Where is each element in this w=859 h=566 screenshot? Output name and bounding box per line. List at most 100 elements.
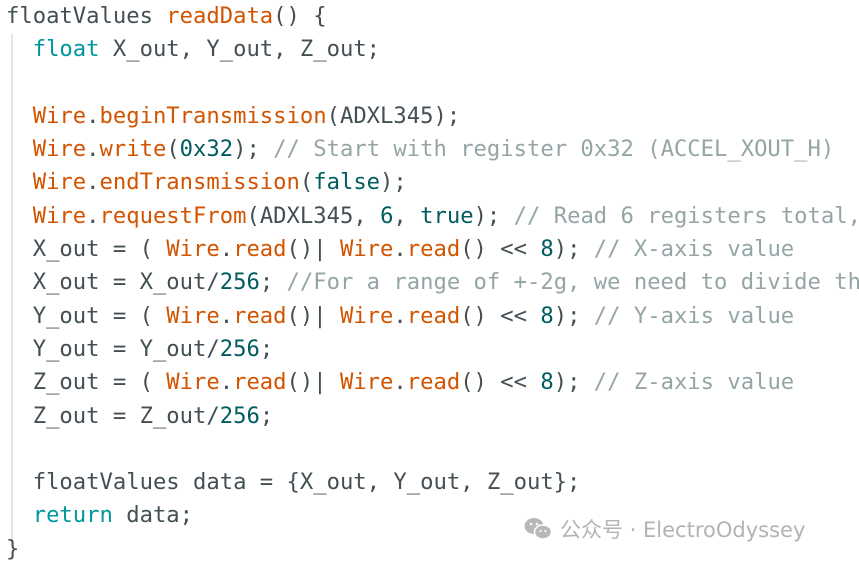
code-line (6, 433, 859, 466)
text-token: . (86, 136, 100, 163)
function-token: requestFrom (99, 202, 247, 229)
text-token: ; (259, 335, 274, 362)
code-line: return data; (6, 499, 859, 532)
text-token: . (393, 369, 407, 396)
text-token: . (86, 169, 100, 196)
code-line: Z_out = Z_out/256; (6, 400, 859, 433)
function-token: beginTransmission (99, 102, 327, 129)
text-token: ); (553, 302, 594, 329)
literal-token: 8 (540, 236, 554, 263)
wechat-icon (524, 518, 552, 540)
text-token: ); (553, 369, 594, 396)
text-token: ()| (286, 369, 340, 396)
watermark-text: 公众号 · ElectroOdyssey (560, 518, 806, 542)
text-token: ; (259, 269, 287, 296)
code-line: X_out = X_out/256; //For a range of +-2g… (6, 266, 859, 299)
text-token: ); (233, 136, 274, 163)
text-token: X_out = X_out/ (6, 269, 220, 296)
literal-token: 8 (540, 369, 554, 396)
text-token: floatValues (6, 3, 167, 29)
text-token: (ADXL345); (326, 102, 461, 129)
code-line (6, 67, 859, 100)
text-token: floatValues data = {X_out, Y_out, Z_out}… (6, 469, 581, 496)
literal-token: true (420, 202, 474, 229)
text-token: . (86, 202, 100, 229)
keyword-token: float (32, 36, 100, 63)
comment-token: // Y-axis value (593, 302, 795, 329)
comment-token: // X-axis value (593, 236, 795, 263)
text-token: () << (460, 302, 541, 329)
literal-token: 6 (380, 202, 394, 229)
text-token: () { (273, 3, 327, 29)
function-token: read (406, 236, 461, 263)
function-token: Wire (166, 369, 220, 396)
function-token: endTransmission (99, 169, 300, 196)
code-block: floatValues readData() { float X_out, Y_… (6, 0, 859, 566)
text-token (6, 169, 33, 195)
text-token: X_out, Y_out, Z_out; (99, 36, 381, 63)
text-token: . (393, 302, 407, 329)
code-line: } (6, 533, 859, 566)
text-token: ); (553, 236, 594, 263)
function-token: read (406, 302, 461, 329)
text-token (6, 502, 33, 528)
comment-token: // Start with register 0x32 (ACCEL_XOUT_… (273, 136, 835, 163)
text-token: X_out = ( (6, 236, 167, 263)
function-token: Wire (32, 102, 87, 129)
literal-token: 256 (219, 335, 260, 362)
watermark: 公众号 · ElectroOdyssey (524, 514, 805, 544)
text-token: . (86, 102, 100, 129)
text-token: ; (259, 402, 274, 429)
code-line: Wire.write(0x32); // Start with register… (6, 133, 859, 166)
code-line: Wire.requestFrom(ADXL345, 6, true); // R… (6, 200, 859, 233)
text-token: . (393, 236, 407, 263)
text-token (6, 136, 33, 162)
function-token: Wire (166, 236, 220, 263)
function-token: Wire (339, 236, 394, 263)
text-token: (ADXL345, (246, 202, 381, 229)
code-line: Y_out = Y_out/256; (6, 333, 859, 366)
text-token: ()| (286, 236, 340, 263)
comment-token: // Read 6 registers total, (513, 202, 859, 229)
code-line: floatValues readData() { (6, 0, 859, 33)
function-token: Wire (339, 369, 394, 396)
text-token: . (219, 236, 234, 263)
code-line: X_out = ( Wire.read()| Wire.read() << 8)… (6, 233, 859, 266)
text-token (6, 103, 33, 129)
comment-token: // Z-axis value (593, 369, 795, 396)
function-token: read (406, 369, 461, 396)
text-token: Z_out = ( (6, 369, 167, 396)
code-line: floatValues data = {X_out, Y_out, Z_out}… (6, 466, 859, 499)
text-token: Y_out = ( (6, 302, 167, 329)
text-token: ); (473, 202, 514, 229)
comment-token: //For a range of +-2g, we need to divide… (286, 269, 859, 296)
function-token: Wire (32, 136, 87, 163)
function-token: write (99, 136, 167, 163)
text-token (6, 36, 33, 62)
literal-token: 8 (540, 302, 554, 329)
literal-token: 256 (219, 269, 260, 296)
function-token: read (233, 236, 287, 263)
function-token: read (233, 369, 287, 396)
literal-token: 0x32 (179, 136, 234, 163)
text-token: . (219, 302, 234, 329)
code-line: Wire.endTransmission(false); (6, 166, 859, 199)
function-token: Wire (166, 302, 220, 329)
literal-token: 256 (219, 402, 260, 429)
function-token: Wire (32, 202, 87, 229)
code-line: Y_out = ( Wire.read()| Wire.read() << 8)… (6, 300, 859, 333)
text-token: () << (460, 369, 541, 396)
text-token: , (393, 202, 421, 229)
function-token: read (233, 302, 287, 329)
function-token: Wire (339, 302, 394, 329)
text-token: } (6, 535, 20, 562)
code-line: float X_out, Y_out, Z_out; (6, 33, 859, 66)
text-token (6, 203, 33, 229)
text-token: ( (166, 136, 180, 163)
function-token: readData (166, 3, 274, 29)
text-token: ); (380, 169, 407, 196)
function-token: Wire (32, 169, 87, 196)
code-line: Wire.beginTransmission(ADXL345); (6, 100, 859, 133)
literal-token: false (313, 169, 381, 196)
text-token: . (219, 369, 234, 396)
